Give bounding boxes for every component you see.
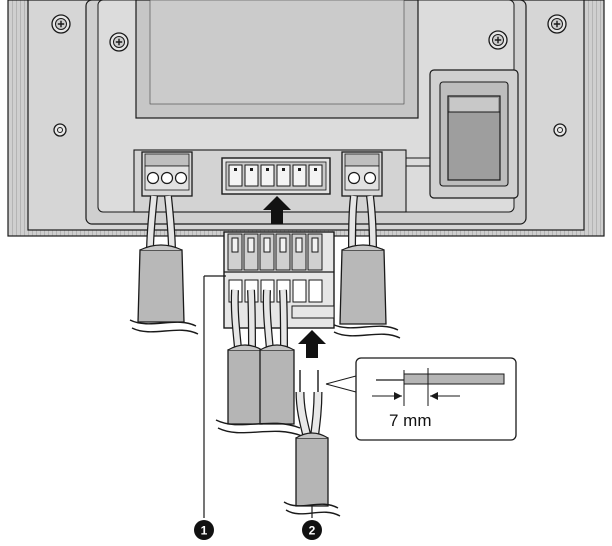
- strip-length-label: 7 mm: [389, 411, 432, 430]
- screw-icon: [109, 32, 129, 52]
- terminal-socket-center: [221, 157, 331, 195]
- cable-plug-a: [227, 344, 263, 425]
- strip-length-inset: 7 mm: [325, 357, 517, 441]
- cable-right: [331, 195, 401, 339]
- insert-arrow-icon: [298, 330, 326, 358]
- callout-1-number: 1: [201, 524, 208, 538]
- screw-icon: [51, 14, 71, 34]
- callout-2: 2: [302, 520, 322, 540]
- terminal-block-right: [341, 151, 383, 197]
- terminal-plug: [223, 231, 335, 329]
- cable-left: [129, 195, 199, 335]
- terminal-block-left: [141, 151, 193, 197]
- callout-leader-1: [203, 275, 226, 518]
- device-panel: [7, 0, 605, 237]
- callout-1: 1: [194, 520, 214, 540]
- plug-cable-wires: [230, 289, 288, 351]
- mounting-hole-icon: [53, 123, 67, 137]
- stripped-cable: [283, 370, 341, 517]
- callout-2-number: 2: [309, 524, 316, 538]
- screw-icon: [547, 14, 567, 34]
- insert-arrow-icon: [263, 196, 291, 224]
- mounting-hole-icon: [553, 123, 567, 137]
- screw-icon: [488, 30, 508, 50]
- cable-plug-b: [259, 344, 295, 425]
